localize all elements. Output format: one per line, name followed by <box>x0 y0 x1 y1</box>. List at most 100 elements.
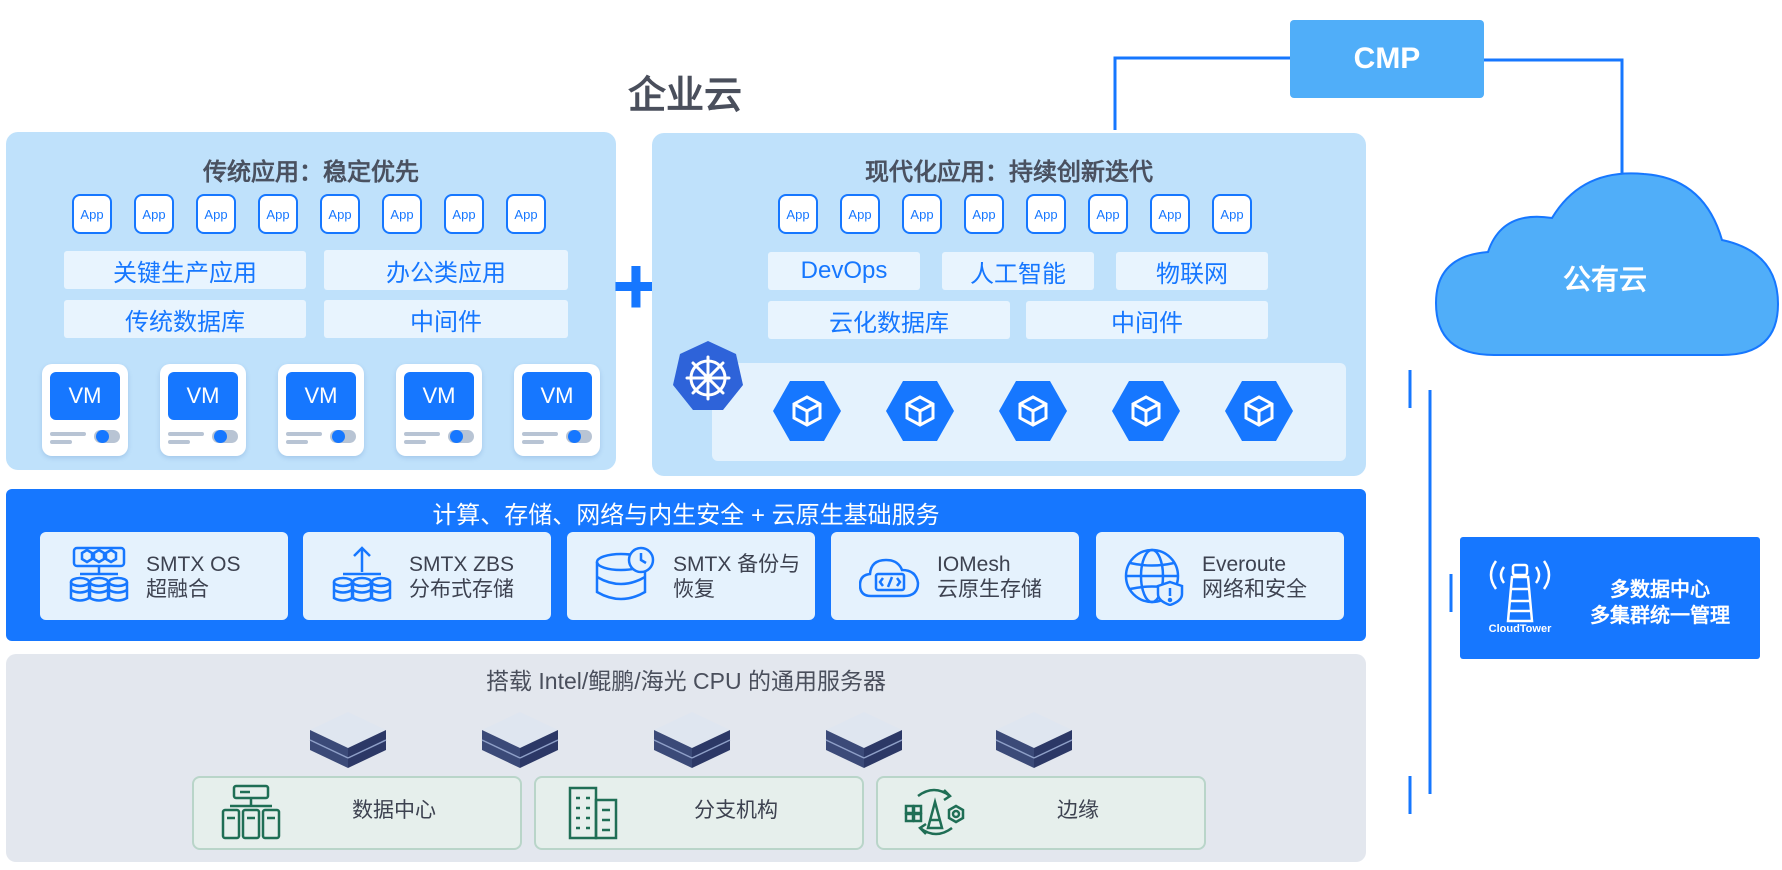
toggle-icon <box>566 430 592 443</box>
app-badge: App <box>320 194 360 234</box>
vm-card: VM <box>160 364 246 456</box>
backup-restore-icon <box>595 546 655 601</box>
server-icon <box>309 712 387 768</box>
app-badge: App <box>840 194 880 234</box>
tag-iot: 物联网 <box>1116 252 1268 290</box>
building-icon <box>568 786 618 840</box>
traditional-panel-title: 传统应用：稳定优先 <box>203 159 419 186</box>
toggle-icon <box>330 430 356 443</box>
cmp-box: CMP <box>1290 20 1484 98</box>
vm-card: VM <box>278 364 364 456</box>
container-cube-icon <box>1112 381 1180 441</box>
toggle-icon <box>212 430 238 443</box>
vm-card: VM <box>396 364 482 456</box>
container-cube-icon <box>773 381 841 441</box>
server-icon <box>995 712 1073 768</box>
tag-middleware: 中间件 <box>1026 301 1268 339</box>
app-badge: App <box>72 194 112 234</box>
cloudtower-line2: 多集群统一管理 <box>1590 605 1730 627</box>
hci-cluster-icon <box>69 546 129 602</box>
plus-sign: + <box>612 241 660 332</box>
vm-label: VM <box>286 372 356 420</box>
hardware-panel: 搭载 Intel/鲲鹏/海光 CPU 的通用服务器 <box>6 654 1366 862</box>
service-name: SMTX 备份与 <box>673 553 801 576</box>
tag-middleware: 中间件 <box>324 300 568 338</box>
service-iomesh: IOMesh 云原生存储 <box>831 532 1079 620</box>
service-desc: 恢复 <box>673 578 715 601</box>
service-name: SMTX ZBS <box>409 553 515 576</box>
site-label: 分支机构 <box>694 799 778 822</box>
site-label: 边缘 <box>1057 799 1099 822</box>
vm-label: VM <box>404 372 474 420</box>
app-badge: App <box>1088 194 1128 234</box>
site-label: 数据中心 <box>352 799 436 822</box>
app-badge: App <box>778 194 818 234</box>
traditional-apps-panel: 传统应用：稳定优先 App App App App App App App Ap… <box>6 132 616 470</box>
app-badge: App <box>134 194 174 234</box>
service-desc: 分布式存储 <box>409 578 514 601</box>
service-everoute: Everoute 网络和安全 <box>1096 532 1344 620</box>
traditional-app-row: App App App App App App App App <box>72 194 546 234</box>
server-icon <box>653 712 731 768</box>
public-cloud-icon <box>1434 172 1780 356</box>
service-desc: 网络和安全 <box>1202 578 1307 601</box>
modern-apps-panel: 现代化应用：持续创新迭代 App App App App App App App… <box>652 133 1366 476</box>
tag-critical-production-apps: 关键生产应用 <box>64 251 306 289</box>
app-badge: App <box>964 194 1004 234</box>
infrastructure-band: 计算、存储、网络与内生安全 + 云原生基础服务 SMTX OS 超融合 <box>6 489 1366 641</box>
server-icon <box>481 712 559 768</box>
app-badge: App <box>196 194 236 234</box>
globe-shield-icon <box>1124 548 1184 606</box>
lighthouse-icon <box>1489 560 1551 623</box>
cloud-code-icon <box>859 558 920 598</box>
infrastructure-title: 计算、存储、网络与内生安全 + 云原生基础服务 <box>432 502 940 529</box>
vm-card: VM <box>514 364 600 456</box>
service-name: Everoute <box>1202 553 1287 576</box>
service-text: SMTX ZBS 分布式存储 <box>409 552 514 602</box>
edge-devices-icon <box>904 788 965 836</box>
service-text: SMTX 备份与 恢复 <box>673 552 800 602</box>
app-badge: App <box>1150 194 1190 234</box>
service-name: IOMesh <box>937 553 1011 576</box>
tag-devops: DevOps <box>768 252 920 290</box>
app-badge: App <box>1026 194 1066 234</box>
service-desc: 云原生存储 <box>937 578 1042 601</box>
container-cube-icon <box>1225 381 1293 441</box>
distributed-storage-icon <box>332 546 392 602</box>
vm-label: VM <box>522 372 592 420</box>
tag-ai: 人工智能 <box>942 252 1094 290</box>
service-name: SMTX OS <box>146 553 241 576</box>
service-smtx-os: SMTX OS 超融合 <box>40 532 288 620</box>
site-edge: 边缘 <box>876 776 1206 850</box>
app-badge: App <box>506 194 546 234</box>
vm-card: VM <box>42 364 128 456</box>
vm-label: VM <box>168 372 238 420</box>
cloudtower-brand: CloudTower <box>1488 623 1552 635</box>
service-smtx-backup: SMTX 备份与 恢复 <box>567 532 815 620</box>
cloudtower-line1: 多数据中心 <box>1610 579 1710 601</box>
modern-app-row: App App App App App App App App <box>778 194 1252 234</box>
toggle-icon <box>448 430 474 443</box>
app-badge: App <box>382 194 422 234</box>
toggle-icon <box>94 430 120 443</box>
app-badge: App <box>1212 194 1252 234</box>
service-desc: 超融合 <box>146 578 209 601</box>
service-text: Everoute 网络和安全 <box>1202 552 1307 602</box>
app-badge: App <box>444 194 484 234</box>
modern-panel-title: 现代化应用：持续创新迭代 <box>865 159 1153 186</box>
kubernetes-helm-icon <box>673 341 743 410</box>
tag-office-apps: 办公类应用 <box>324 250 568 290</box>
service-text: IOMesh 云原生存储 <box>937 552 1042 602</box>
cloudtower-text: 多数据中心 多集群统一管理 <box>1570 577 1750 629</box>
site-branch: 分支机构 <box>534 776 864 850</box>
datacenter-icon <box>221 784 281 840</box>
tag-cloud-database: 云化数据库 <box>768 301 1010 339</box>
cloudtower-box: CloudTower 多数据中心 多集群统一管理 <box>1460 537 1760 659</box>
diagram-title: 企业云 <box>627 75 742 117</box>
vm-label: VM <box>50 372 120 420</box>
server-icon <box>825 712 903 768</box>
service-text: SMTX OS 超融合 <box>146 552 241 602</box>
container-cube-icon <box>886 381 954 441</box>
app-badge: App <box>902 194 942 234</box>
